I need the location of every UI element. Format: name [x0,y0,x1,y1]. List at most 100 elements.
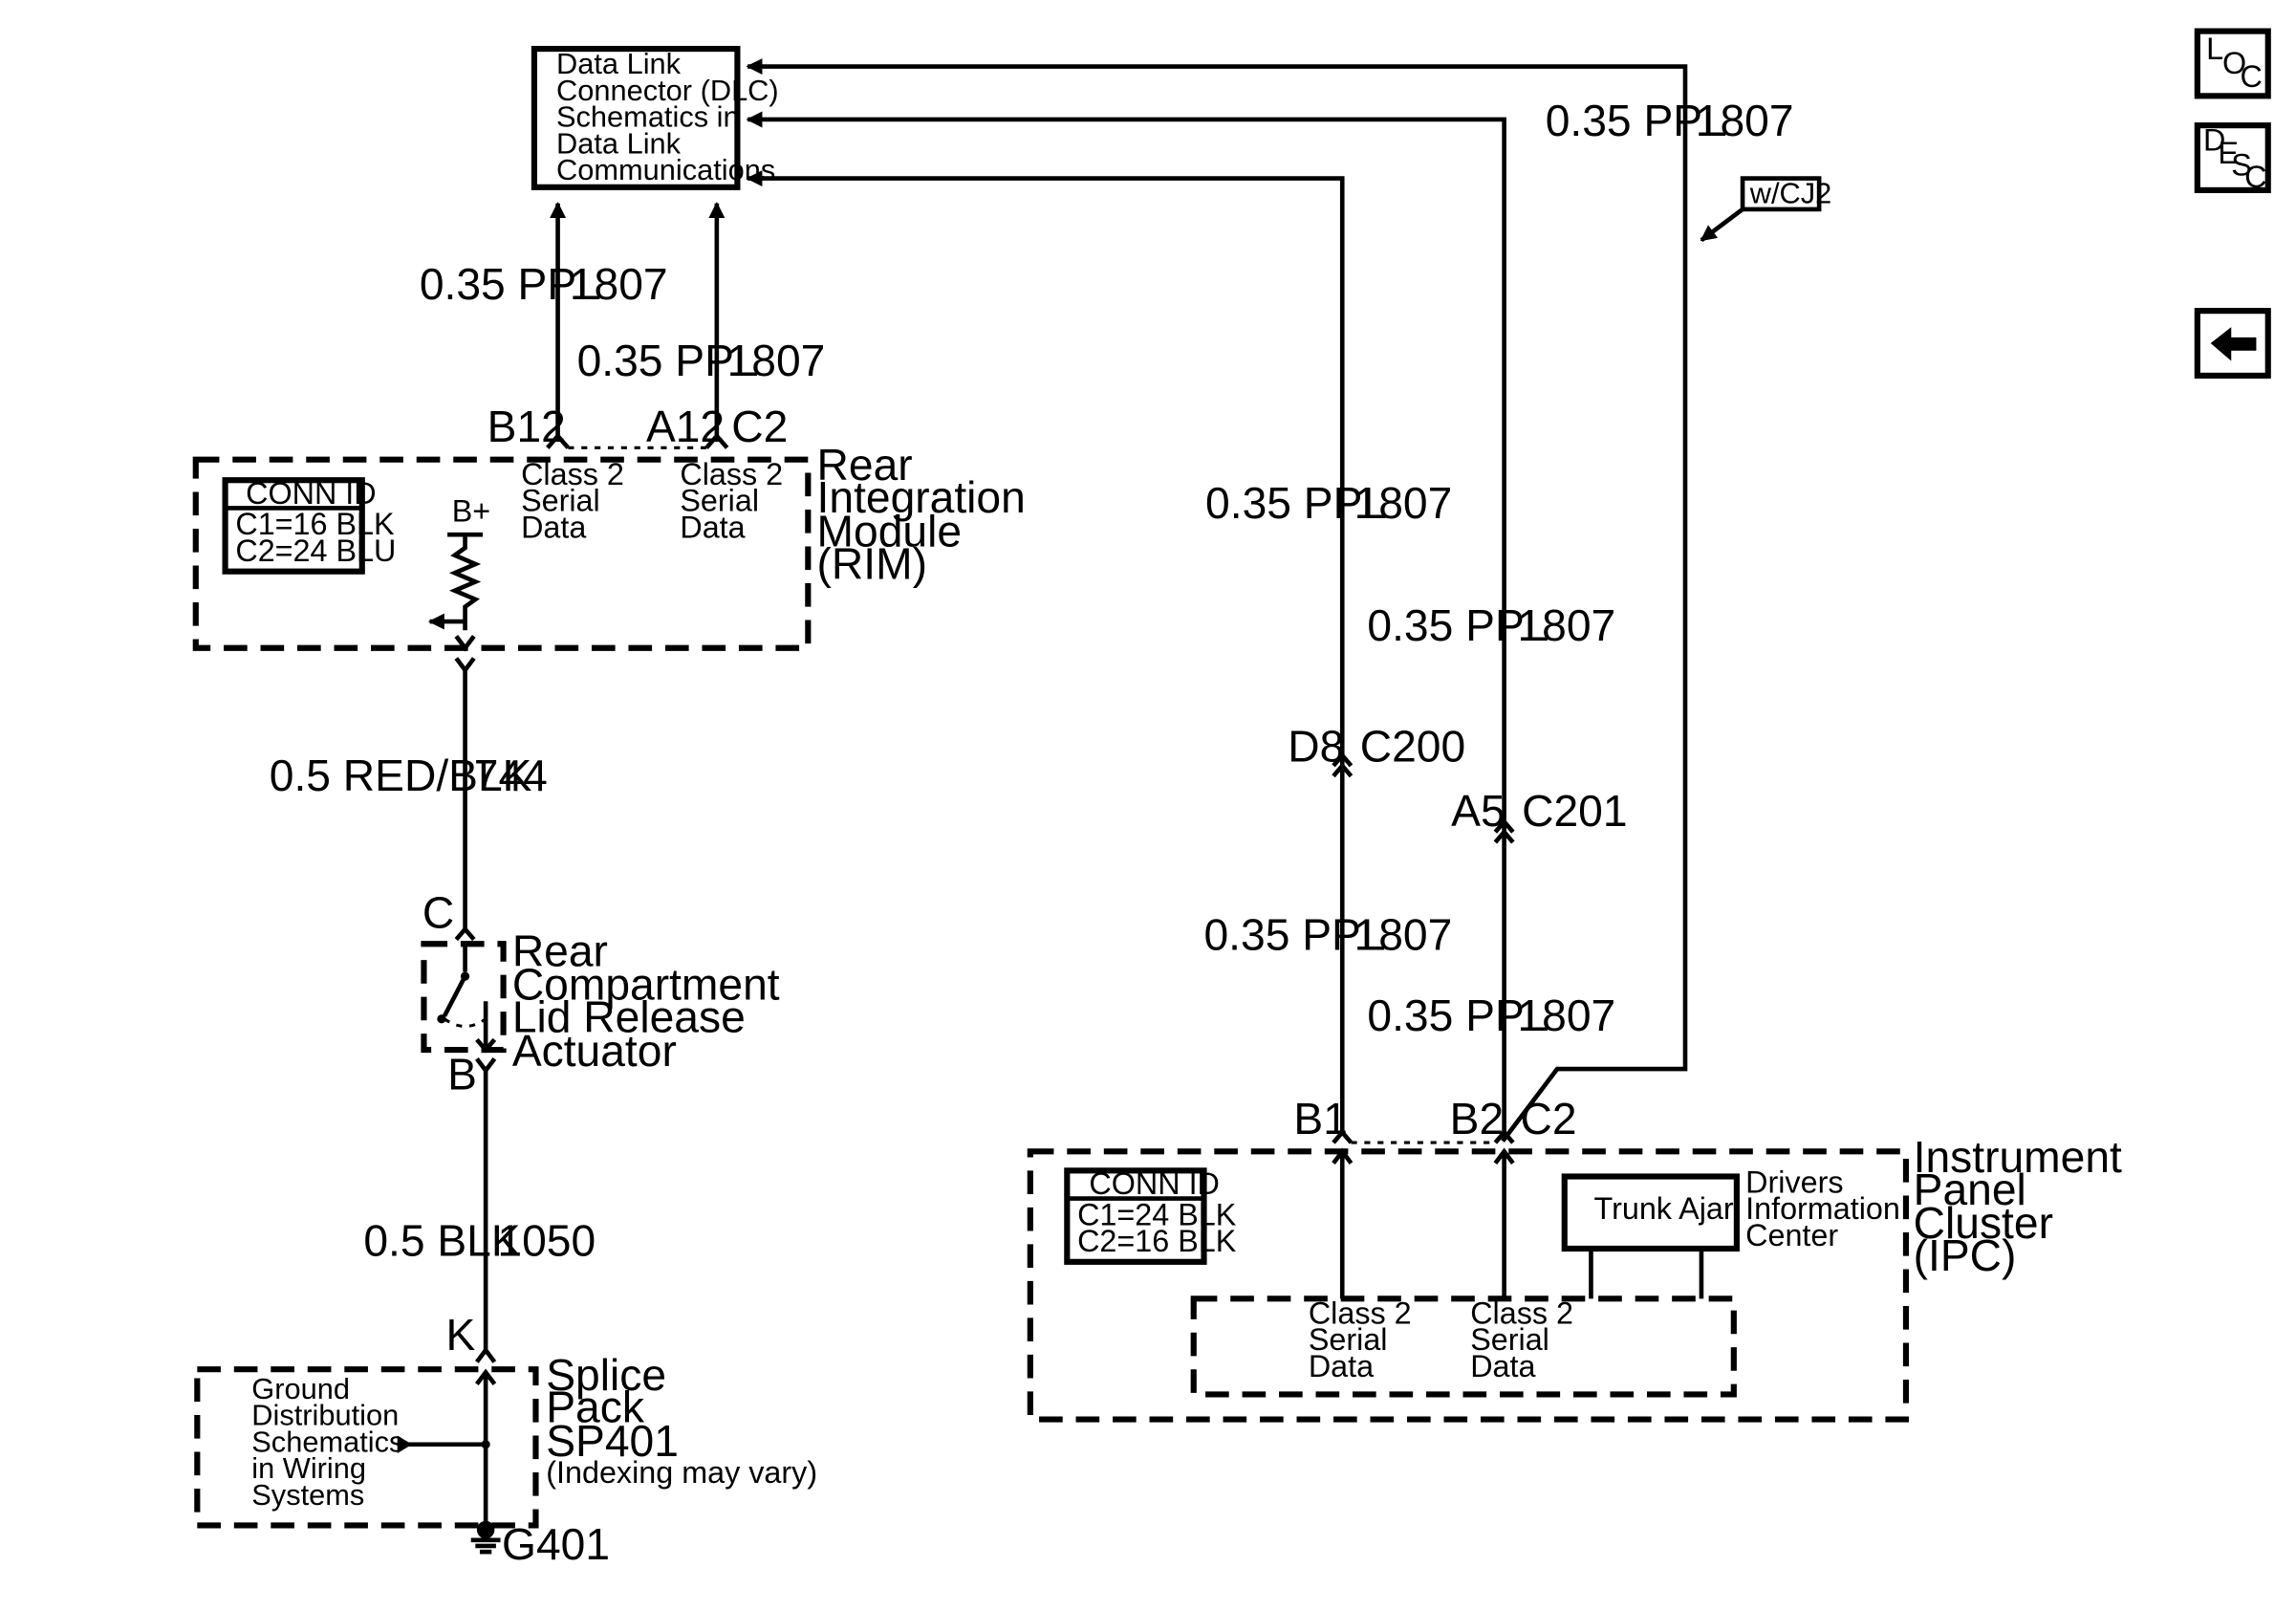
rim-serial-1-line-1: Class 2 [521,457,624,491]
rim-name-line-1: Rear [817,440,913,490]
rim-serial-1-line-2: Serial [521,484,600,518]
ground-line-3: Schematics [251,1425,403,1458]
ipc-name-line-1: Instrument [1914,1132,2122,1182]
ipc-conn-id-line-2: C2=16 BLK [1077,1224,1237,1258]
wire-label-circuit-b2-upper: 1807 [1517,600,1615,650]
splice-pin-k: K [446,1310,476,1360]
wire-label-gauge-b1-upper: 0.35 PPL [1205,478,1387,528]
rim-bplus-label: B+ [452,493,490,528]
rim-pin-b12: B12 [487,402,566,451]
splice-note: (Indexing may vary) [546,1455,817,1490]
ipc-name-line-3: Cluster [1914,1198,2053,1248]
splice-pack-sp401: K Ground Distribution Schematics in Wiri… [194,1310,539,1555]
desc-letter-c: C [2244,160,2266,194]
loc-letter-o: O [2222,46,2246,80]
trunk-ajar-label: Trunk Ajar [1594,1191,1734,1226]
ground-id-g401: G401 [502,1519,610,1569]
ground-icon [470,1530,501,1555]
ipc-conn-id-title: CONN ID [1089,1166,1220,1201]
wire-label-circuit-b1-lower: 1807 [1354,909,1453,959]
wire-label-gauge-top-right: 0.35 PPL [1546,96,1727,145]
inline-c200-label: C200 [1360,721,1465,771]
wire-label-circuit-rim-a12: 1807 [727,336,826,385]
ground-line-2: Distribution [251,1399,399,1432]
ground-line-4: in Wiring [251,1451,366,1485]
ipc-name-line-4: (IPC) [1914,1230,2017,1280]
inline-connector-c200: D8 C200 [1288,721,1465,778]
dlc-line-5: Communications [556,153,775,186]
ipc-name-line-2: Panel [1914,1165,2026,1214]
rim-name-line-3: Module [817,507,963,556]
trunk-ajar-indicator [1561,1173,1740,1252]
ipc-serial-1-line-1: Class 2 [1309,1295,1412,1330]
loc-letter-c: C [2240,59,2262,94]
splice-name-line-3: SP401 [546,1416,679,1466]
actuator-pin-b: B [447,1050,477,1099]
actuator-name-line-2: Compartment [512,960,780,1010]
splice-name-line-2: Pack [546,1382,645,1432]
dlc-line-3: Schematics in [556,100,740,134]
rim-conn-id-line-1: C1=16 BLK [235,507,395,541]
rim-pin-c2: C2 [731,402,788,451]
dic-line-3: Center [1745,1218,1838,1252]
actuator-name-line-3: Lid Release [512,992,746,1042]
rim-conn-id-title: CONN ID [246,476,377,511]
ipc-serial-2-line-3: Data [1470,1349,1535,1383]
rim-name-line-2: Integration [817,472,1026,522]
inline-c201-label: C201 [1522,786,1627,836]
wire-label-gauge-744: 0.5 RED/BLK [270,751,532,800]
wire-label-gauge-b2-upper: 0.35 PPL [1367,600,1549,650]
ground-line-5: Systems [251,1478,364,1512]
loc-button[interactable]: L O C [2194,28,2271,99]
inline-pin-a5: A5 [1451,786,1505,836]
dlc-line-2: Connector (DLC) [556,74,779,107]
option-tag-cj2: w/CJ2 [1700,176,1831,243]
ipc-conn-id-line-1: C1=24 BLK [1077,1197,1237,1231]
ipc-serial-1-line-3: Data [1309,1349,1374,1383]
wire-label-gauge-rim-a12: 0.35 PPL [577,336,759,385]
rim-serial-2-line-1: Class 2 [680,457,783,491]
rear-compartment-lid-release-actuator: C B [421,887,507,1099]
rim-serial-2-line-2: Serial [680,484,759,518]
wire-label-circuit-rim-b12: 1807 [570,259,668,309]
splice-name-line-1: Splice [546,1350,666,1400]
ipc-pin-b2: B2 [1450,1094,1504,1143]
back-arrow-icon [2210,327,2257,361]
wire-label-circuit-b2-lower: 1807 [1517,991,1615,1040]
rim-serial-1-line-3: Data [521,510,586,544]
ipc-serial-2-line-2: Serial [1470,1322,1549,1357]
wire-label-gauge-rim-b12: 0.35 PPL [420,259,601,309]
wire-label-gauge-b2-lower: 0.35 PPL [1367,991,1549,1040]
rim-pin-a12: A12 [646,402,725,451]
dic-line-2: Information [1745,1191,1900,1226]
wire-label-circuit-b1-upper: 1807 [1354,478,1453,528]
ipc-conn-id-box [1064,1167,1207,1265]
ground-line-1: Ground [251,1372,350,1405]
loc-letter-l: L [2206,32,2223,66]
ipc-pin-c2: C2 [1521,1094,1577,1143]
desc-letter-s: S [2231,147,2252,182]
actuator-name-line-1: Rear [512,925,608,975]
ipc-serial-2-line-1: Class 2 [1470,1295,1573,1330]
dlc-line-4: Data Link [556,126,682,160]
rim-conn-id-box [222,477,365,575]
inline-connector-c201: A5 C201 [1451,786,1628,844]
back-button[interactable] [2194,308,2271,379]
wire-label-gauge-b1-lower: 0.35 PPL [1204,909,1386,959]
rim-conn-id-line-2: C2=24 BLU [235,533,396,568]
rim-serial-2-line-3: Data [680,510,745,544]
dic-line-1: Drivers [1745,1165,1843,1199]
desc-letter-e: E [2218,136,2239,170]
actuator-pin-c: C [422,887,454,937]
wire-label-circuit-744: 744 [474,751,548,800]
switch-contact-icon [442,975,467,1017]
rim-module: B12 A12 C2 Class 2 Serial Data Class 2 S… [192,402,812,652]
ipc-serial-1-line-2: Serial [1309,1322,1388,1357]
rim-name-line-4: (RIM) [817,538,927,588]
splice-tap-arrow-icon [397,1435,413,1453]
actuator-name-line-4: Actuator [512,1026,677,1076]
dlc-line-1: Data Link [556,47,682,80]
dlc-wires [550,58,1688,1143]
desc-button[interactable]: D E S C [2194,122,2271,194]
